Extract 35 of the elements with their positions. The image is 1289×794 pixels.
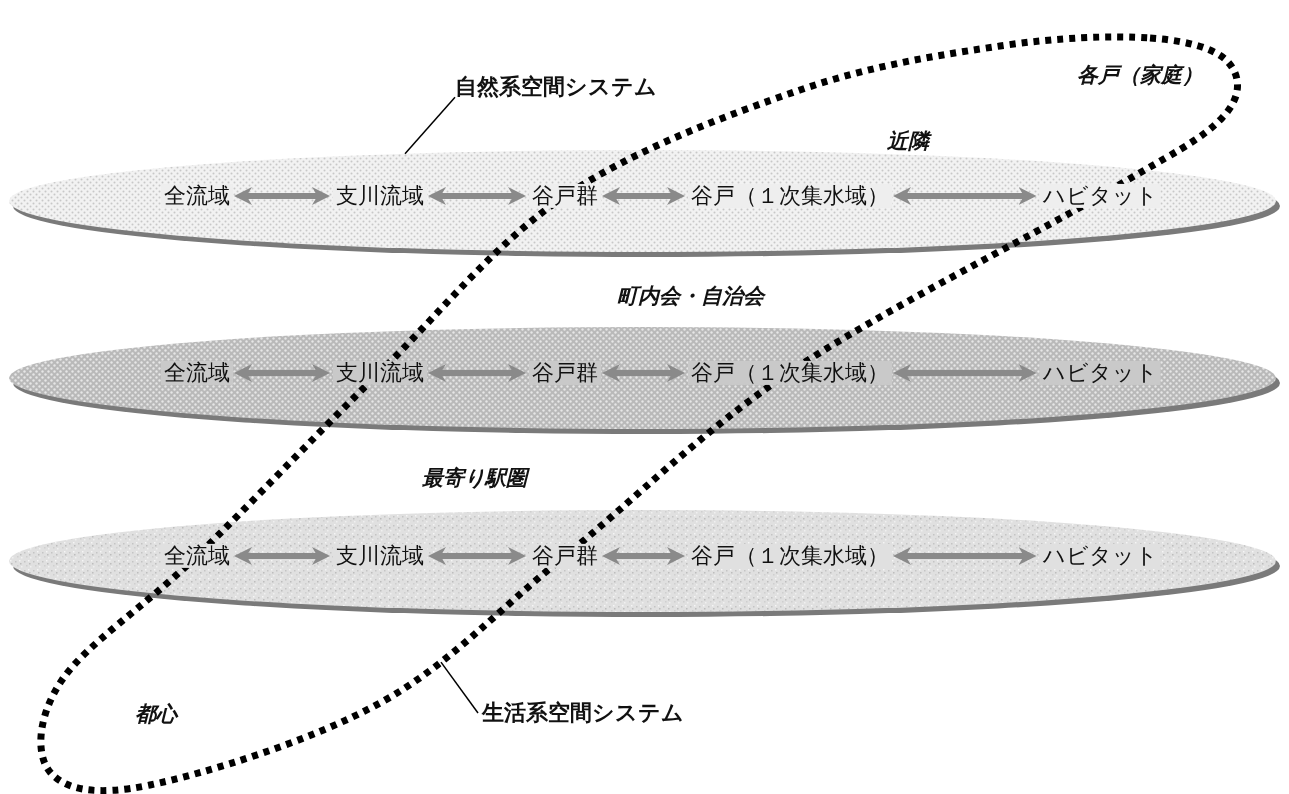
- stage-label: 谷戸群: [529, 360, 601, 386]
- double-arrow: [602, 364, 685, 382]
- double-arrow: [234, 364, 330, 382]
- area-label: 都心: [133, 703, 179, 727]
- stage-label: 支川流域: [333, 360, 427, 386]
- double-arrow: [234, 187, 330, 205]
- double-arrow: [893, 187, 1037, 205]
- double-arrow: [234, 547, 330, 565]
- area-label: 最寄り駅圏: [420, 467, 529, 491]
- stage-label: 谷戸（１次集水域）: [688, 183, 892, 209]
- stage-label: 支川流域: [333, 543, 427, 569]
- double-arrow: [428, 364, 526, 382]
- double-arrow: [428, 547, 526, 565]
- double-arrow: [602, 187, 685, 205]
- stage-label: 谷戸（１次集水域）: [688, 360, 892, 386]
- double-arrow: [428, 187, 526, 205]
- leader-line: [404, 96, 456, 155]
- stage-label: 谷戸群: [529, 543, 601, 569]
- stage-label: 全流域: [161, 183, 233, 209]
- stage-label: 支川流域: [333, 183, 427, 209]
- double-arrow: [602, 547, 685, 565]
- stage-label: 全流域: [161, 360, 233, 386]
- stage-label: ハビタット: [1039, 183, 1161, 209]
- system-label: 生活系空間システム: [482, 701, 684, 726]
- stage-label: 全流域: [161, 543, 233, 569]
- double-arrow: [893, 547, 1037, 565]
- area-label: 町内会・自治会: [615, 285, 766, 309]
- stage-label: 谷戸群: [529, 183, 601, 209]
- double-arrow: [893, 364, 1037, 382]
- stage-label: ハビタット: [1039, 360, 1161, 386]
- stage-label: 谷戸（１次集水域）: [688, 543, 892, 569]
- area-label: 近隣: [885, 130, 931, 154]
- leader-line: [440, 661, 479, 714]
- system-label: 自然系空間システム: [455, 75, 657, 100]
- stage-label: ハビタット: [1039, 543, 1161, 569]
